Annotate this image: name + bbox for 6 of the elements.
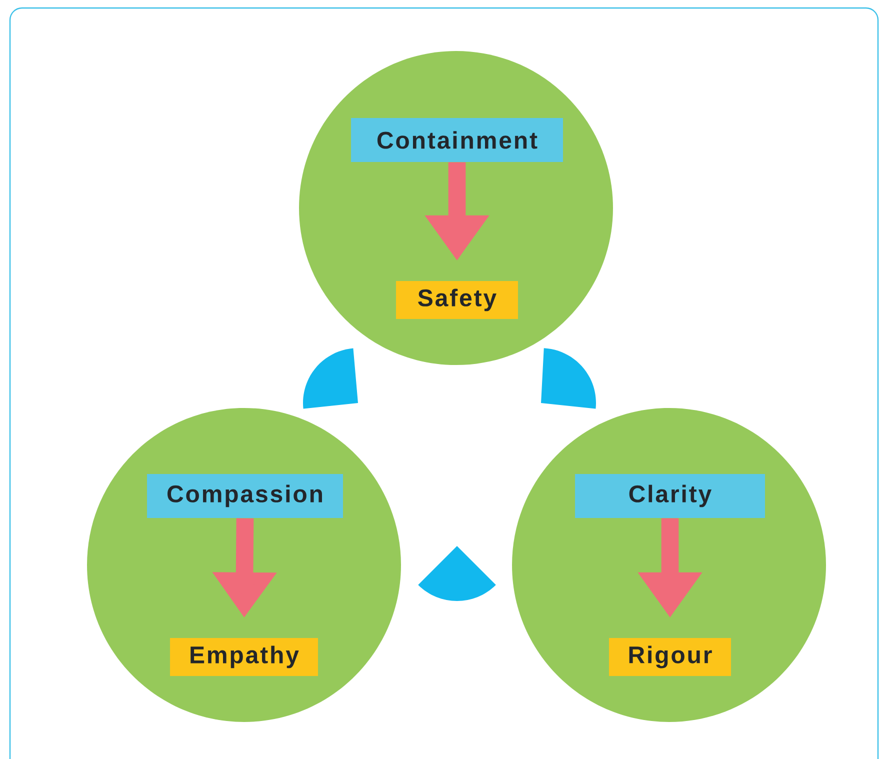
label-box: Empathy [170, 638, 318, 676]
label-box: Rigour [609, 638, 731, 676]
label-box: Safety [396, 281, 518, 319]
label-box: Containment [351, 118, 563, 162]
label-box: Clarity [575, 474, 765, 518]
label-box: Compassion [147, 474, 343, 518]
